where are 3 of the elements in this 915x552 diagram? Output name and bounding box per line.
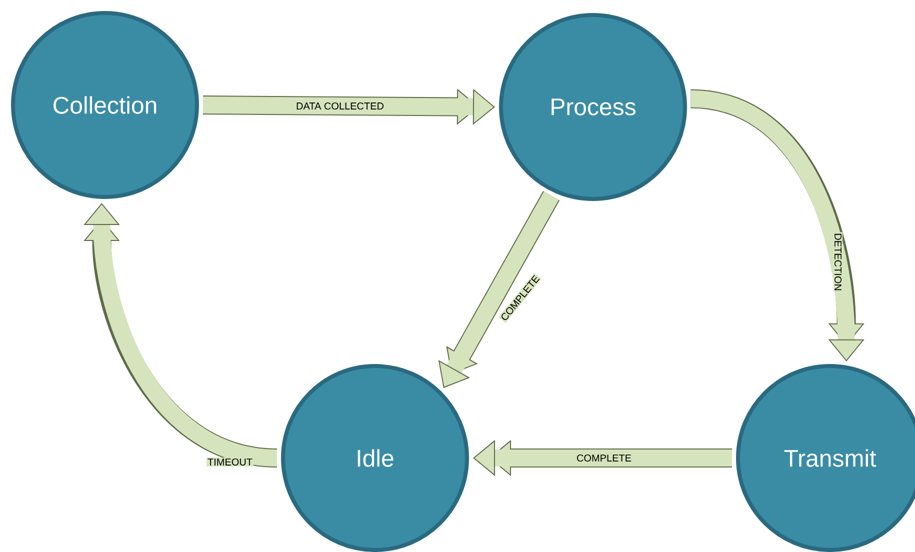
block-arrow — [690, 89, 864, 362]
edge-label: DETECTION — [833, 232, 843, 292]
edge-label: TIMEOUT — [206, 457, 254, 467]
